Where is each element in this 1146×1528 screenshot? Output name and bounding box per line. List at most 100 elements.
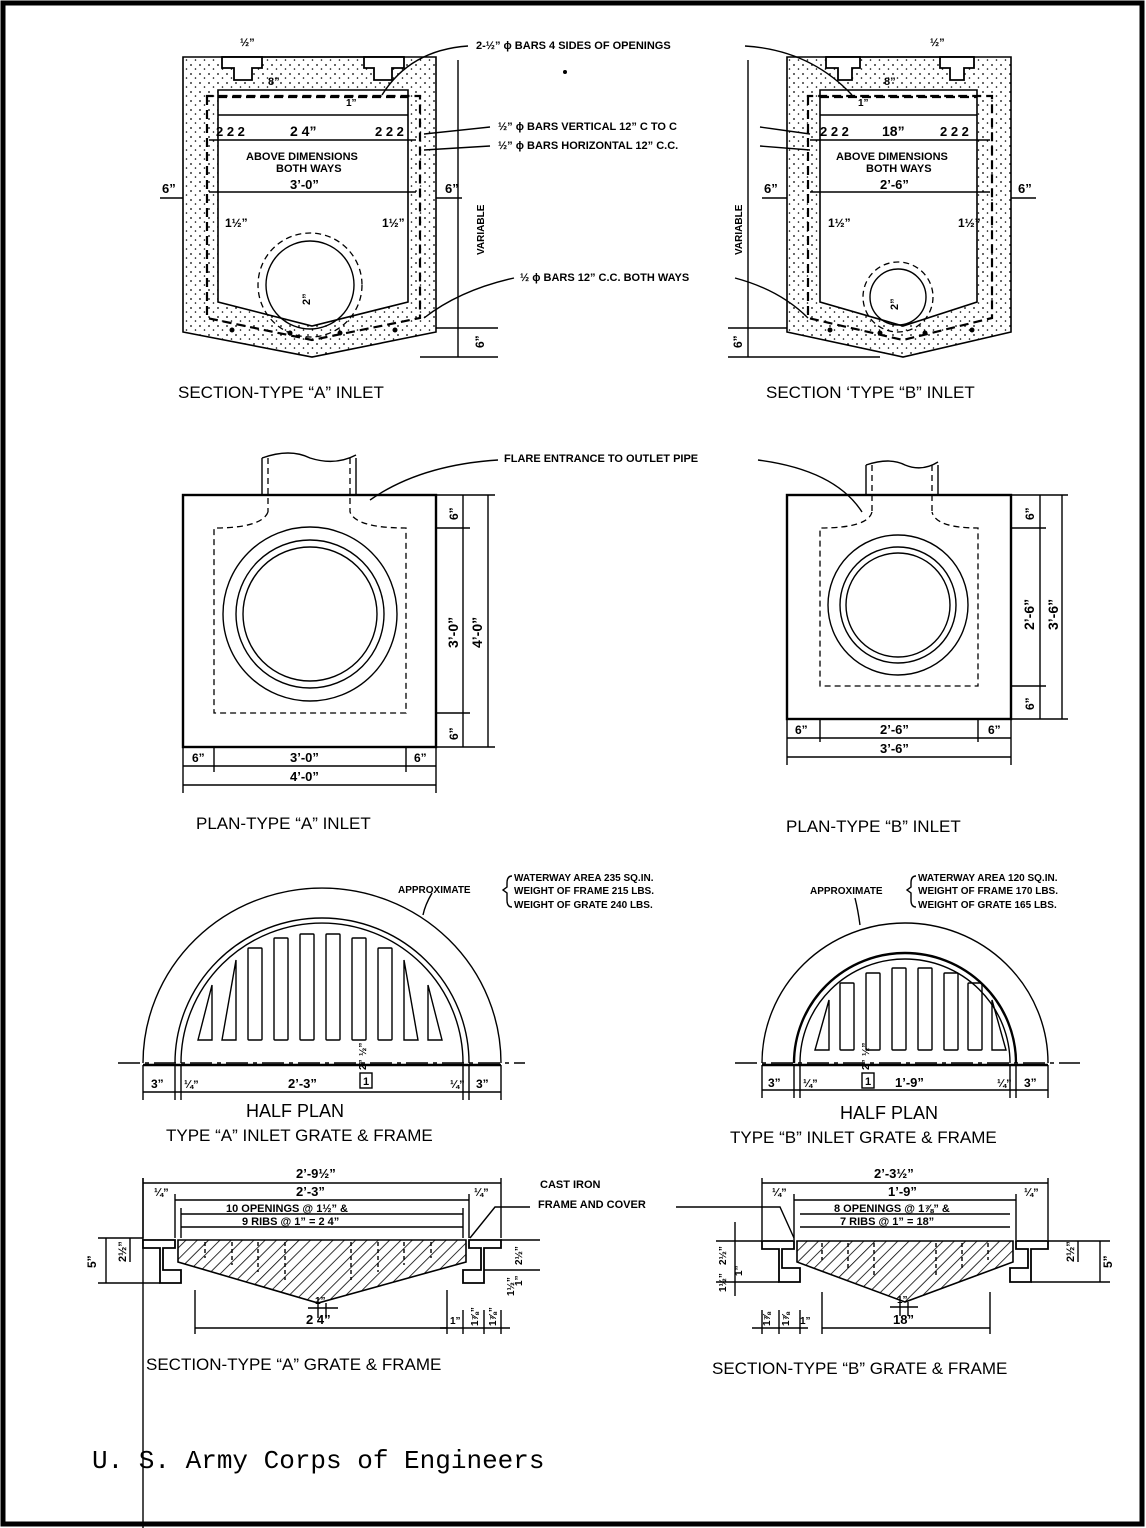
plan-a-dim-top: 6”: [447, 507, 461, 520]
section-b-dim-top: ½”: [930, 37, 945, 49]
grate-section-type-a: [98, 1178, 540, 1528]
half-a-d1: 3”: [151, 1077, 164, 1091]
section-a-dim-cover-left: 1½”: [225, 216, 248, 230]
approx-b-line3: WEIGHT OF GRATE 165 LBS.: [918, 900, 1057, 911]
section-a-above: ABOVE DIMENSIONS: [246, 151, 358, 163]
plan-a-title: PLAN-TYPE “A” INLET: [196, 814, 371, 833]
half-b-title1: HALF PLAN: [840, 1103, 938, 1123]
approx-b-label: APPROXIMATE: [810, 886, 883, 897]
half-b-d6: 3”: [1024, 1076, 1037, 1090]
plan-a-dim-left: 6”: [192, 751, 205, 765]
section-b-dim-1: 1”: [858, 98, 869, 109]
section-b-both: BOTH WAYS: [866, 163, 932, 175]
half-a-d8: ½”: [358, 1043, 369, 1056]
plan-a-dim-outer: 4’-0”: [469, 617, 485, 648]
half-b-d4: 1: [865, 1076, 871, 1088]
section-b-dim-cover-right: 1½”: [958, 216, 981, 230]
section-b-dim-wall-left: 6”: [764, 181, 778, 196]
half-b-d8: ½”: [861, 1043, 872, 1056]
approx-a-label: APPROXIMATE: [398, 885, 471, 896]
half-a-d4: 1: [363, 1076, 369, 1088]
grate-b-l3: 1”: [800, 1316, 811, 1327]
grate-a-r1: 1”: [450, 1316, 461, 1327]
approx-b-line1: WATERWAY AREA 120 SQ.IN.: [918, 873, 1058, 884]
grate-b-inner: 1’-9”: [888, 1184, 917, 1199]
section-a-variable: VARIABLE: [476, 204, 487, 255]
plan-a-dim-inner: 3’-0”: [445, 617, 461, 648]
grate-b-l1: 1⅞: [762, 1311, 773, 1326]
section-a-dim-1: 1”: [346, 98, 357, 109]
flare-leader-b: [757, 459, 863, 513]
grate-a-openings: 10 OPENINGS @ 1½” &: [226, 1203, 348, 1215]
flare-leader: [369, 459, 499, 501]
section-b-dim-width: 2’-6”: [880, 177, 909, 192]
cast-iron-leader-b: [676, 1206, 795, 1239]
plan-type-b-inlet: [785, 460, 1068, 765]
grate-b-lip-right: ¼”: [1024, 1187, 1039, 1199]
plan-b-title: PLAN-TYPE “B” INLET: [786, 817, 961, 836]
grate-a-ribs: 9 RIBS @ 1” = 2 4”: [242, 1216, 339, 1228]
grate-b-openings: 8 OPENINGS @ 1⅞” &: [834, 1203, 950, 1215]
approx-a-line3: WEIGHT OF GRATE 240 LBS.: [514, 900, 653, 911]
section-a-dim-wall-left: 6”: [162, 181, 176, 196]
approx-b-line2: WEIGHT OF FRAME 170 LBS.: [918, 886, 1058, 897]
section-type-a-inlet: [160, 56, 498, 358]
grate-a-rv2: 1”: [514, 1275, 525, 1286]
half-a-d6: 3”: [476, 1077, 489, 1091]
grate-b-rib: 1”: [897, 1295, 908, 1306]
plan-b-dim-outer: 3’-6”: [1045, 599, 1061, 630]
half-a-title1: HALF PLAN: [246, 1101, 344, 1121]
grate-b-title: SECTION-TYPE “B” GRATE & FRAME: [712, 1359, 1007, 1378]
approx-a-line2: WEIGHT OF FRAME 215 LBS.: [514, 886, 654, 897]
section-a-title: SECTION-TYPE “A” INLET: [178, 383, 384, 402]
section-b-dim-2-right: 2 2 2: [940, 124, 969, 139]
section-a-dim-top: ½”: [240, 37, 255, 49]
grate-b-bottom: 18”: [893, 1312, 914, 1327]
callout-bars-both-ways: ½ ϕ BARS 12” C.C. BOTH WAYS: [520, 272, 689, 284]
grate-b-lv1: 2½”: [718, 1246, 729, 1265]
half-a-d7: 2”: [358, 1059, 369, 1070]
grate-b-h-total: 5”: [1101, 1255, 1115, 1268]
plan-a-dim-bottom: 6”: [447, 727, 461, 740]
grate-a-lip-left: ¼”: [154, 1187, 169, 1199]
half-a-title2: TYPE “A” INLET GRATE & FRAME: [166, 1126, 433, 1145]
section-b-variable: VARIABLE: [734, 204, 745, 255]
half-b-d1: 3”: [768, 1076, 781, 1090]
section-b-dim-8: 8”: [884, 76, 896, 88]
grate-b-l2: 1⅞: [781, 1311, 792, 1326]
section-a-both: BOTH WAYS: [276, 163, 342, 175]
grate-a-rv3: 1½”: [506, 1277, 517, 1296]
section-a-dim-2-left: 2 2 2: [216, 124, 245, 139]
grate-section-type-b: [716, 1178, 1110, 1334]
approx-a-line1: WATERWAY AREA 235 SQ.IN.: [514, 873, 654, 884]
approx-a-note: [422, 875, 513, 916]
cast-iron-2: FRAME AND COVER: [538, 1199, 646, 1211]
plan-b-dim-left: 6”: [795, 723, 808, 737]
grate-b-ribs: 7 RIBS @ 1” = 18”: [840, 1216, 934, 1228]
grate-a-lip-right: ¼”: [474, 1187, 489, 1199]
half-b-title2: TYPE “B” INLET GRATE & FRAME: [730, 1128, 997, 1147]
grate-a-r2: 1⅞”: [470, 1307, 481, 1326]
half-b-d5: ¼”: [997, 1078, 1012, 1090]
grate-a-h-total: 5”: [85, 1255, 99, 1268]
grate-a-inner: 2’-3”: [296, 1184, 325, 1199]
plan-b-dim-mid: 2’-6”: [880, 722, 909, 737]
half-a-d5: ¼”: [450, 1079, 465, 1091]
grate-b-lv2: 1”: [734, 1265, 745, 1276]
grate-a-bottom: 2 4”: [306, 1312, 331, 1327]
section-type-b-inlet: [728, 56, 1036, 358]
grate-b-lip-left: ¼”: [772, 1187, 787, 1199]
callout-bars-horizontal: ½” ϕ BARS HORIZONTAL 12” C.C.: [498, 140, 678, 152]
callout-bars-openings: 2-½” ϕ BARS 4 SIDES OF OPENINGS: [476, 40, 671, 52]
section-b-dim-cover-left: 1½”: [828, 216, 851, 230]
section-b-dim-base: 6”: [731, 335, 745, 348]
section-b-above: ABOVE DIMENSIONS: [836, 151, 948, 163]
section-a-dim-base: 6”: [473, 335, 487, 348]
plan-type-a-inlet: [181, 452, 495, 793]
section-a-dim-pipe: 2”: [301, 293, 313, 305]
half-plan-type-a: [118, 887, 525, 1100]
plan-a-dim-mid: 3’-0”: [290, 750, 319, 765]
callout-flare: FLARE ENTRANCE TO OUTLET PIPE: [504, 453, 698, 465]
section-a-dim-width: 3’-0”: [290, 177, 319, 192]
